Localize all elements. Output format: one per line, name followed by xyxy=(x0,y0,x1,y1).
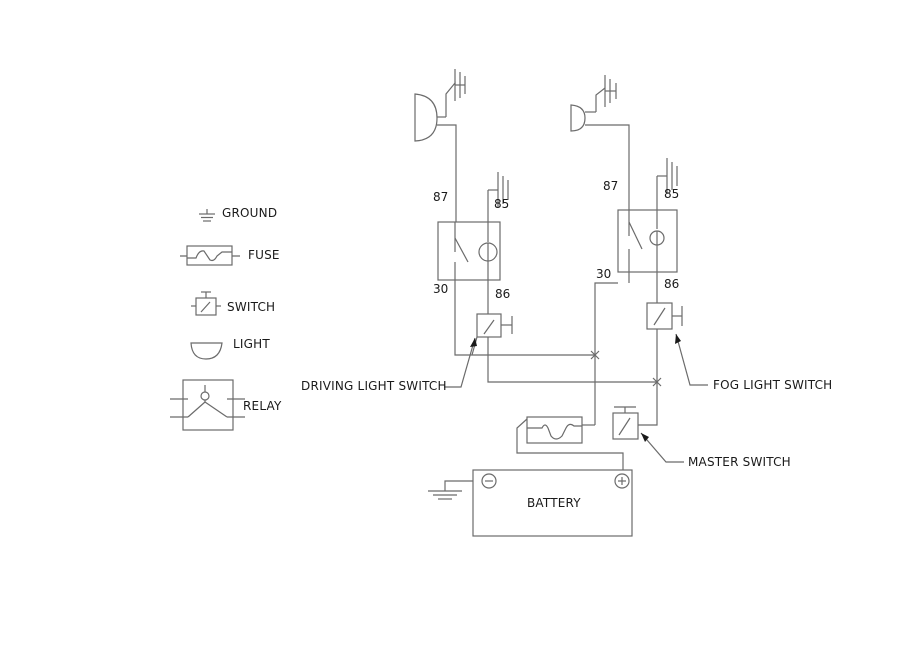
main-fuse xyxy=(526,416,583,444)
master-switch xyxy=(612,406,639,440)
driving-light-icon xyxy=(414,93,438,142)
relay-driving-pin-30: 30 xyxy=(433,282,448,296)
legend-fuse-icon xyxy=(180,245,240,266)
driving-light xyxy=(414,69,466,222)
battery: BATTERY xyxy=(472,469,633,537)
legend: GROUND FUSE SWITCH LIGHT xyxy=(170,206,282,431)
legend-ground-icon xyxy=(199,209,215,222)
callout-fog: FOG LIGHT SWITCH xyxy=(675,333,832,392)
legend-light-label: LIGHT xyxy=(233,337,270,351)
legend-fuse-label: FUSE xyxy=(248,248,280,262)
callout-driving: DRIVING LIGHT SWITCH xyxy=(301,337,477,393)
legend-switch-label: SWITCH xyxy=(227,300,275,314)
relay-driving-pin-86: 86 xyxy=(495,287,510,301)
fog-light-icon xyxy=(570,104,586,132)
legend-switch-icon xyxy=(191,291,221,316)
legend-relay-label: RELAY xyxy=(243,399,282,413)
relay-fog-pin-86: 86 xyxy=(664,277,679,291)
battery-label: BATTERY xyxy=(527,496,581,510)
battery-ground-icon xyxy=(428,490,462,500)
legend-relay-icon xyxy=(170,379,245,431)
fog-light xyxy=(570,75,630,210)
callout-fog-light-switch: FOG LIGHT SWITCH xyxy=(713,378,832,392)
relay-fog-ground-icon xyxy=(657,158,678,194)
relay-fog-pin-30: 30 xyxy=(596,267,611,281)
relay-driving: 87 85 30 86 xyxy=(433,172,510,301)
fog-light-switch xyxy=(646,302,683,330)
driving-light-ground-icon xyxy=(454,69,466,101)
callout-master: MASTER SWITCH xyxy=(640,432,791,469)
callout-master-switch: MASTER SWITCH xyxy=(688,455,791,469)
driving-light-switch xyxy=(476,313,513,338)
relay-fog-pin-87: 87 xyxy=(603,179,618,193)
legend-light-icon xyxy=(190,342,223,360)
callout-driving-light-switch: DRIVING LIGHT SWITCH xyxy=(301,379,447,393)
junction-markers xyxy=(590,350,662,387)
relay-fog: 87 85 30 86 xyxy=(596,158,679,291)
wiring xyxy=(444,272,658,491)
relay-driving-ground-icon xyxy=(488,172,509,208)
relay-driving-pin-85: 85 xyxy=(494,197,509,211)
relay-fog-pin-85: 85 xyxy=(664,187,679,201)
fog-light-ground-icon xyxy=(604,75,617,107)
legend-ground-label: GROUND xyxy=(222,206,277,220)
relay-driving-pin-87: 87 xyxy=(433,190,448,204)
